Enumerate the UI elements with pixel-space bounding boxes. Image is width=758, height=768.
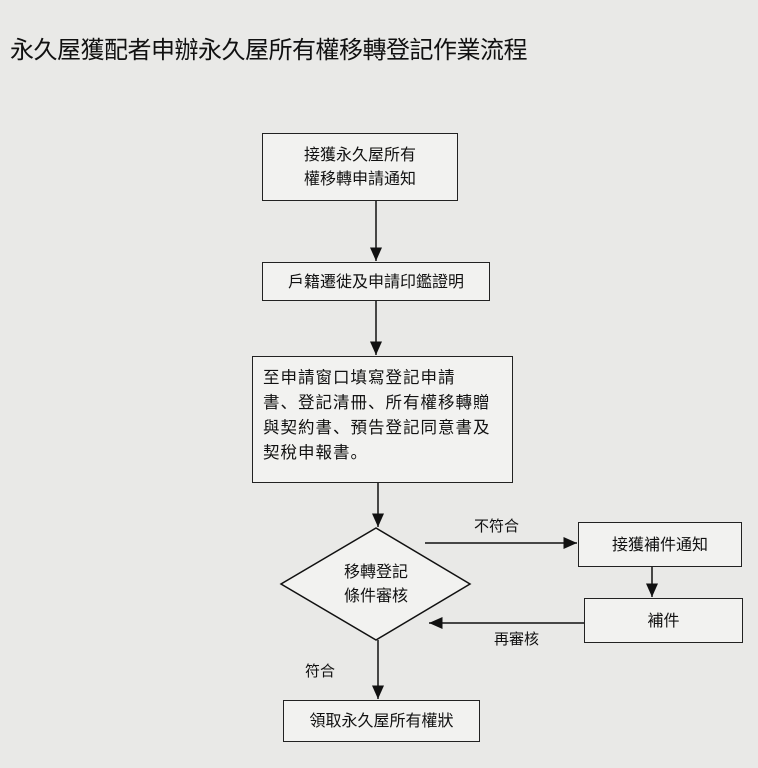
step-supplement-label: 補件 [647, 610, 680, 630]
step-apply-line: 契稅申報書。 [263, 443, 368, 462]
page-title: 永久屋獲配者申辦永久屋所有權移轉登記作業流程 [10, 36, 528, 64]
step-receive: 領取永久屋所有權狀 [283, 700, 480, 742]
step-supplement-notice: 接獲補件通知 [578, 522, 742, 567]
step-apply-line: 與契約書、預告登記同意書及 [263, 418, 491, 437]
step-review: 移轉登記 條件審核 [316, 560, 436, 608]
step-apply-line: 書、登記清冊、所有權移轉贈 [263, 393, 491, 412]
step-review-line: 移轉登記 [343, 562, 408, 581]
step-supplement: 補件 [584, 598, 743, 643]
review-diamond [279, 527, 472, 641]
step-notice-line: 權移轉申請通知 [303, 169, 416, 188]
step-household: 戶籍遷徙及申請印鑑證明 [262, 262, 490, 301]
step-notice-line: 接獲永久屋所有 [303, 145, 416, 164]
step-apply-line: 至申請窗口填寫登記申請 [263, 368, 456, 387]
step-household-label: 戶籍遷徙及申請印鑑證明 [287, 271, 464, 291]
step-review-line: 條件審核 [343, 586, 408, 605]
step-apply: 至申請窗口填寫登記申請 書、登記清冊、所有權移轉贈 與契約書、預告登記同意書及 … [252, 356, 513, 483]
edge-label-match: 符合 [305, 662, 336, 680]
step-notice: 接獲永久屋所有權移轉申請通知 [262, 133, 458, 201]
step-supplement-notice-label: 接獲補件通知 [611, 534, 708, 554]
step-receive-label: 領取永久屋所有權狀 [309, 711, 454, 730]
edge-label-re-review: 再審核 [494, 630, 540, 648]
edge-label-not-match: 不符合 [474, 517, 520, 535]
